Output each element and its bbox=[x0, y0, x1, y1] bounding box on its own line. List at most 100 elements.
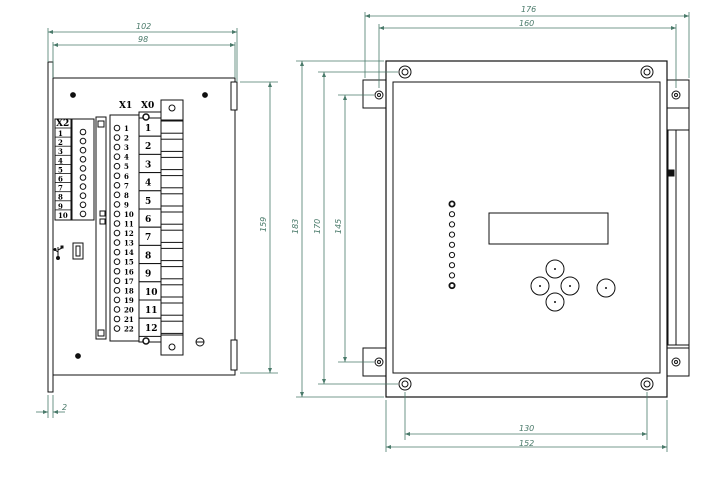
x1-pin-label: 4 bbox=[124, 153, 129, 162]
dim-front-bottom-inner: 130 bbox=[519, 424, 534, 433]
x0-terminal-clamp bbox=[160, 211, 184, 225]
x1-pin-label: 17 bbox=[124, 277, 134, 286]
x0-terminal-clamp bbox=[160, 247, 184, 262]
dim-front-height-mid: 170 bbox=[313, 219, 322, 234]
front-screw bbox=[398, 65, 412, 79]
x1-pin bbox=[113, 248, 121, 256]
front-dimensions bbox=[296, 12, 690, 452]
x2-screw bbox=[79, 156, 87, 163]
x1-pin bbox=[113, 172, 121, 180]
x1-pin bbox=[113, 153, 121, 160]
x2-terminal-label: 8 bbox=[58, 193, 63, 202]
x0-terminal-clamp bbox=[160, 266, 184, 280]
dim-front-height-outer: 183 bbox=[291, 219, 300, 234]
x1-pin-label: 6 bbox=[124, 172, 129, 181]
dim-front-height-inner: 145 bbox=[334, 219, 343, 234]
x2-terminal-label: 3 bbox=[58, 147, 63, 156]
x2-terminal-label: 1 bbox=[58, 129, 63, 138]
x0-screw bbox=[142, 337, 150, 345]
side-screw bbox=[75, 353, 81, 359]
x1-pin bbox=[113, 229, 121, 237]
x1-pin bbox=[113, 182, 121, 189]
x1-connector-block bbox=[109, 114, 140, 342]
x2-terminal-label: 6 bbox=[58, 175, 63, 184]
led-indicator bbox=[448, 262, 456, 269]
dim-front-bottom-outer: 152 bbox=[519, 439, 534, 448]
x1-pin-label: 20 bbox=[124, 305, 134, 314]
x1-pin bbox=[113, 258, 121, 266]
x1-pin bbox=[113, 191, 121, 199]
mount-ear-br bbox=[664, 347, 690, 377]
side-rear-tab-lower bbox=[230, 339, 238, 371]
x2-screw bbox=[79, 183, 87, 190]
x1-pin-label: 8 bbox=[124, 191, 129, 200]
x1-pin-label: 15 bbox=[124, 258, 134, 267]
x2-terminal-label: 2 bbox=[58, 138, 63, 147]
x1-pin bbox=[113, 210, 121, 218]
x0-terminal-label: 12 bbox=[145, 324, 158, 334]
dim-side-flange: 2 bbox=[62, 403, 67, 412]
x0-terminal-label: 5 bbox=[145, 197, 151, 207]
x0-terminal-clamp bbox=[160, 302, 184, 316]
x0-terminal-label: 8 bbox=[145, 251, 151, 261]
x1-pin bbox=[113, 287, 121, 294]
x0-terminal-label: 7 bbox=[145, 233, 151, 243]
x2-screw bbox=[79, 192, 87, 199]
x1-pin bbox=[113, 201, 121, 208]
x1-pin bbox=[113, 296, 121, 304]
x1-pin-label: 7 bbox=[124, 181, 129, 190]
x1-pin-label: 16 bbox=[124, 267, 134, 276]
x1-pin-label: 21 bbox=[124, 315, 134, 324]
x0-terminal-label: 2 bbox=[145, 142, 151, 152]
x1-pin-label: 9 bbox=[124, 200, 129, 209]
x0-terminal-clamp bbox=[160, 193, 184, 207]
x1-pin-label: 12 bbox=[124, 229, 134, 238]
x1-mount-strip bbox=[95, 116, 107, 340]
led-indicator-column bbox=[448, 200, 456, 290]
x1-pin bbox=[113, 325, 121, 332]
led-indicator bbox=[448, 282, 456, 290]
led-indicator bbox=[448, 241, 456, 248]
x1-pin-label: 3 bbox=[124, 143, 129, 152]
x2-screw bbox=[79, 128, 87, 136]
x2-terminal-label: 10 bbox=[58, 211, 68, 220]
x0-terminal-clamp bbox=[160, 138, 184, 152]
dim-front-width-outer: 176 bbox=[521, 5, 536, 14]
keypad bbox=[530, 259, 616, 312]
led-indicator bbox=[448, 272, 456, 279]
led-indicator bbox=[448, 221, 456, 228]
rear-connector-strip bbox=[667, 129, 690, 346]
x1-pin bbox=[113, 306, 121, 313]
x0-terminal-clamp bbox=[160, 120, 184, 134]
x1-pin-label: 2 bbox=[124, 134, 129, 143]
x2-screw bbox=[79, 165, 87, 172]
x1-pin-label: 5 bbox=[124, 162, 129, 171]
x0-terminal-label: 11 bbox=[145, 306, 158, 316]
led-indicator bbox=[448, 211, 456, 218]
led-indicator bbox=[448, 231, 456, 238]
x1-pin-label: 19 bbox=[124, 296, 134, 305]
x1-pin bbox=[113, 220, 121, 227]
x0-busbar bbox=[160, 99, 184, 356]
x2-screw bbox=[79, 174, 87, 181]
dim-side-width-outer: 102 bbox=[136, 22, 151, 31]
x1-pin-label: 13 bbox=[124, 239, 134, 248]
x2-terminal-label: 7 bbox=[58, 184, 63, 193]
x1-pin bbox=[113, 239, 121, 246]
x1-pin bbox=[113, 267, 121, 275]
front-screw bbox=[398, 377, 412, 391]
usb-port bbox=[72, 242, 84, 260]
x1-pin-label: 18 bbox=[124, 286, 134, 295]
x2-screw bbox=[79, 201, 87, 209]
x2-screw bbox=[79, 210, 87, 218]
x1-pin-label: 10 bbox=[124, 210, 134, 219]
x2-terminal-label: 5 bbox=[58, 165, 63, 174]
x1-pin-label: 22 bbox=[124, 325, 134, 334]
x0-terminal-clamp bbox=[160, 175, 184, 189]
side-rear-tab bbox=[230, 81, 238, 111]
x2-connector-block bbox=[54, 118, 72, 221]
